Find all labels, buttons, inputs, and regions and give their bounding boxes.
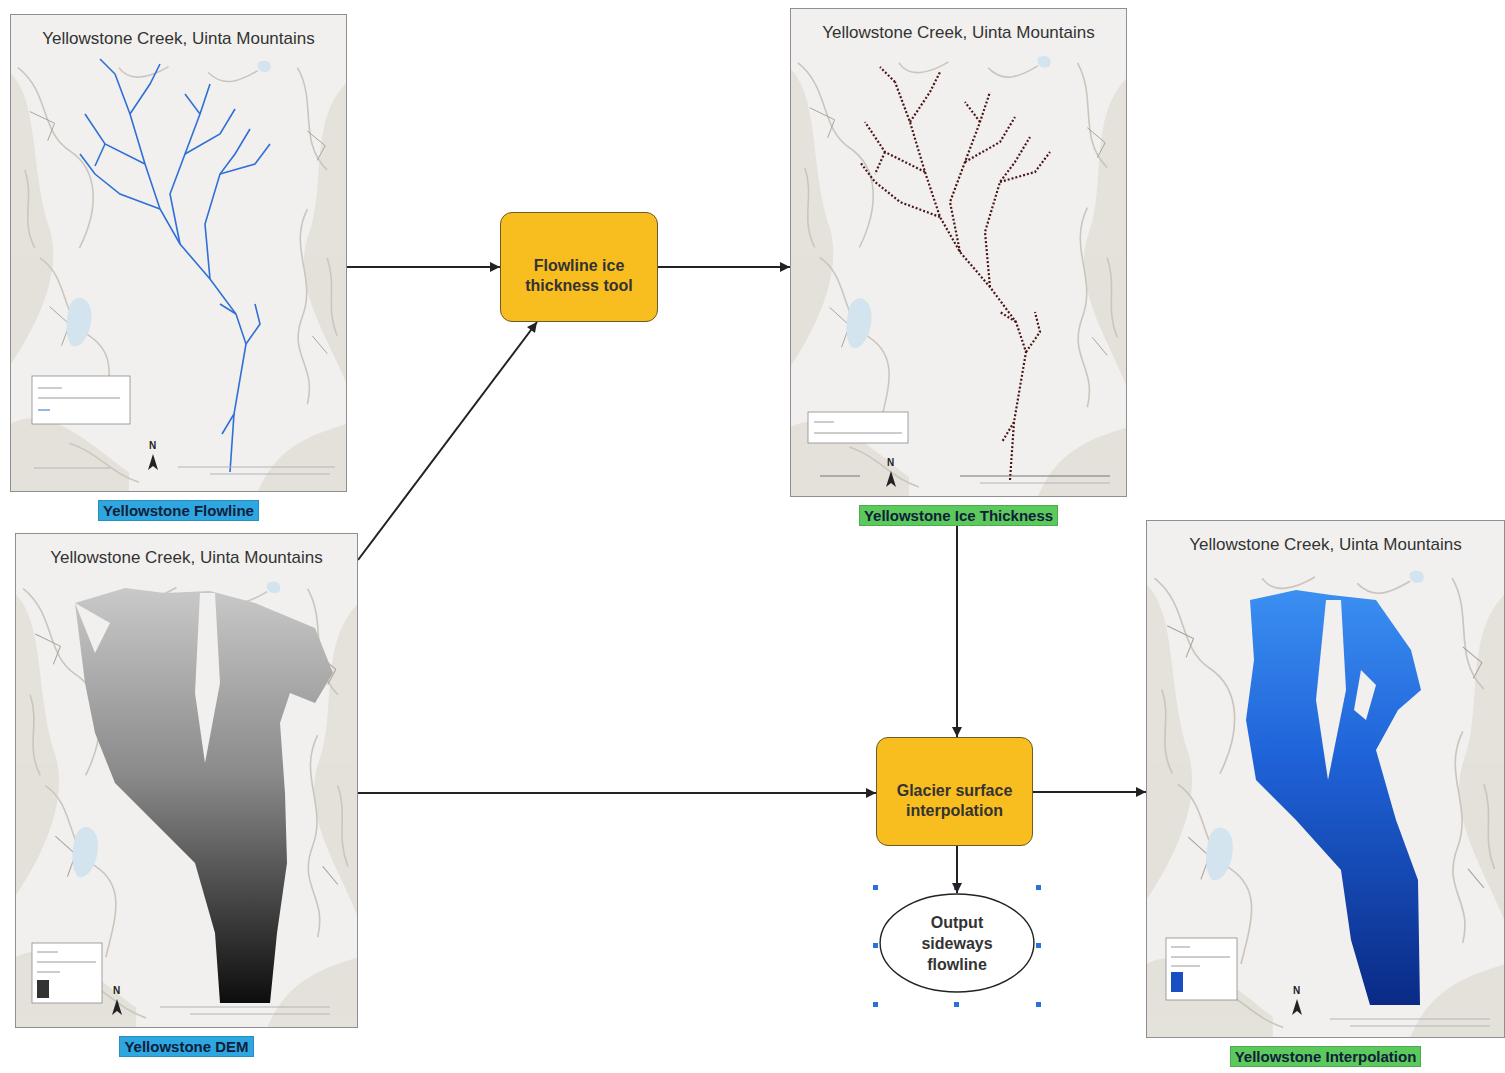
process-label: Flowline ice thickness tool xyxy=(509,256,649,296)
process-box: Flowline ice thickness tool xyxy=(500,212,658,322)
north-label: N xyxy=(149,440,156,452)
map-frame: Yellowstone Creek, Uinta Mountains xyxy=(10,14,347,492)
map-panel: Yellowstone Creek, Uinta MountainsYellow… xyxy=(1146,520,1505,1067)
north-label: N xyxy=(887,457,894,469)
map-caption: Yellowstone Flowline xyxy=(98,500,259,521)
map-frame: Yellowstone Creek, Uinta Mountains xyxy=(1146,520,1505,1038)
north-label: N xyxy=(113,985,120,997)
map-panel: Yellowstone Creek, Uinta MountainsYellow… xyxy=(15,533,358,1057)
map-frame: Yellowstone Creek, Uinta Mountains xyxy=(790,8,1127,497)
map-panel: Yellowstone Creek, Uinta MountainsYellow… xyxy=(790,8,1127,526)
map-title: Yellowstone Creek, Uinta Mountains xyxy=(1147,521,1504,555)
map-caption: Yellowstone DEM xyxy=(119,1036,253,1057)
north-label: N xyxy=(1293,985,1300,997)
map-caption: Yellowstone Ice Thickness xyxy=(859,505,1058,526)
map-title: Yellowstone Creek, Uinta Mountains xyxy=(11,15,346,49)
output-ellipse: Output sideways flowline xyxy=(879,893,1035,993)
flow-arrow xyxy=(1033,791,1146,793)
caption-wrap: Yellowstone Ice Thickness xyxy=(790,505,1127,526)
flow-arrow xyxy=(956,526,958,737)
process-box: Glacier surface interpolation xyxy=(876,737,1033,846)
map-panel: Yellowstone Creek, Uinta MountainsYellow… xyxy=(10,14,347,521)
map-frame: Yellowstone Creek, Uinta Mountains xyxy=(15,533,358,1028)
caption-wrap: Yellowstone Interpolation xyxy=(1146,1046,1505,1067)
map-title: Yellowstone Creek, Uinta Mountains xyxy=(16,534,357,568)
output-label: Output sideways flowline xyxy=(912,912,1002,975)
process-label: Glacier surface interpolation xyxy=(885,781,1024,821)
caption-wrap: Yellowstone DEM xyxy=(15,1036,358,1057)
flow-arrow xyxy=(347,266,500,268)
flow-arrow xyxy=(658,266,790,268)
flow-arrow xyxy=(956,846,958,893)
flow-arrow xyxy=(358,322,537,560)
map-title: Yellowstone Creek, Uinta Mountains xyxy=(791,9,1126,43)
map-caption: Yellowstone Interpolation xyxy=(1230,1046,1422,1067)
caption-wrap: Yellowstone Flowline xyxy=(10,500,347,521)
flow-arrow xyxy=(358,792,876,794)
